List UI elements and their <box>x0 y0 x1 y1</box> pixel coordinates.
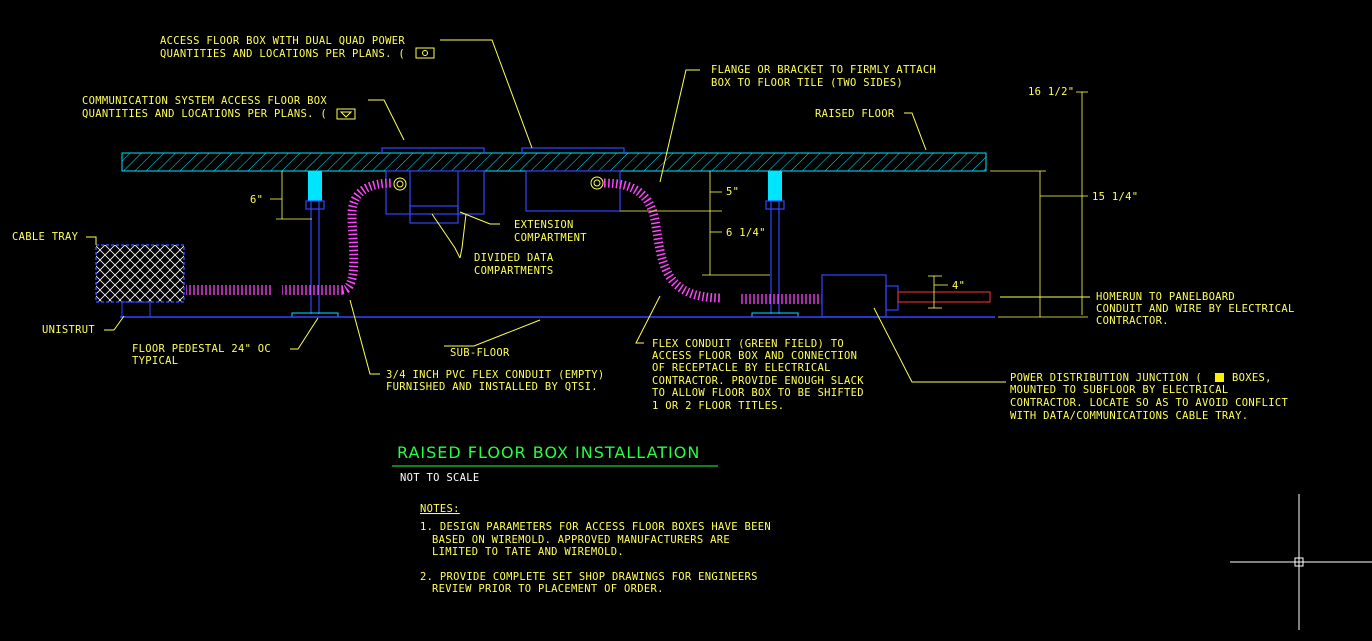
dim-6-1-4: 6 1/4" <box>726 227 766 239</box>
access-floor-box-left <box>381 147 485 224</box>
pdj-label-3: CONTRACTOR. LOCATE SO AS TO AVOID CONFLI… <box>1010 397 1288 409</box>
dim-4: 4" <box>952 280 965 292</box>
dim-5: 5" <box>726 186 739 198</box>
pedestal-label-1: FLOOR PEDESTAL 24" OC <box>132 343 271 355</box>
access-box-label-1: ACCESS FLOOR BOX WITH DUAL QUAD POWER <box>160 35 405 47</box>
access-floor-box-right <box>521 147 625 212</box>
pdj-label-1b: BOXES, <box>1232 372 1272 384</box>
dim-6: 6" <box>250 194 263 206</box>
flex-label-6: 1 OR 2 FLOOR TITLES. <box>652 400 784 412</box>
flange-label-2: BOX TO FLOOR TILE (TWO SIDES) <box>711 77 903 89</box>
divided-label-2: COMPARTMENTS <box>474 265 553 277</box>
leader-lines <box>86 39 1090 383</box>
extension-label-2: COMPARTMENT <box>514 232 587 244</box>
flex-label-3: OF RECEPTACLE BY ELECTRICAL <box>652 362 831 374</box>
scale-note: NOT TO SCALE <box>400 472 479 484</box>
pedestal-label-2: TYPICAL <box>132 355 178 367</box>
cad-crosshair-icon <box>1230 494 1372 630</box>
cable-tray <box>95 244 185 303</box>
homerun-label-1: HOMERUN TO PANELBOARD <box>1096 291 1235 303</box>
flex-label-1: FLEX CONDUIT (GREEN FIELD) TO <box>652 338 844 350</box>
divided-label-1: DIVIDED DATA <box>474 252 554 264</box>
note-1-line-2: BASED ON WIREMOLD. APPROVED MANUFACTURER… <box>432 534 730 546</box>
extension-label-1: EXTENSION <box>514 219 574 231</box>
floor-pedestal-left <box>291 171 339 318</box>
note-2-line-2: REVIEW PRIOR TO PLACEMENT OF ORDER. <box>432 583 664 595</box>
unistrut-label: UNISTRUT <box>42 324 95 336</box>
subfloor-label: SUB-FLOOR <box>450 347 510 359</box>
note-1-line-1: 1. DESIGN PARAMETERS FOR ACCESS FLOOR BO… <box>420 521 771 533</box>
flex-conduit-power <box>590 176 822 304</box>
dim-16-1-2: 16 1/2" <box>1028 86 1074 98</box>
homerun-label-3: CONTRACTOR. <box>1096 315 1169 327</box>
pdj-label-1a: POWER DISTRIBUTION JUNCTION ( <box>1010 372 1202 384</box>
homerun-label-2: CONDUIT AND WIRE BY ELECTRICAL <box>1096 303 1295 315</box>
pdj-label-2: MOUNTED TO SUBFLOOR BY ELECTRICAL <box>1010 384 1229 396</box>
flex-label-5: TO ALLOW FLOOR BOX TO BE SHIFTED <box>652 387 864 399</box>
drawing-title: RAISED FLOOR BOX INSTALLATION <box>397 443 700 462</box>
dim-15-1-4: 15 1/4" <box>1092 191 1138 203</box>
dimension-lines <box>270 91 1088 318</box>
pdj-label-4: WITH DATA/COMMUNICATIONS CABLE TRAY. <box>1010 410 1248 422</box>
power-distribution-junction <box>821 274 991 318</box>
raised-floor-label: RAISED FLOOR <box>815 108 895 120</box>
unistrut <box>121 301 151 318</box>
flex-conduit-data <box>186 177 407 295</box>
comm-box-label-1: COMMUNICATION SYSTEM ACCESS FLOOR BOX <box>82 95 327 107</box>
notes-heading: NOTES: <box>420 503 460 515</box>
comm-box-label-2: QUANTITIES AND LOCATIONS PER PLANS. ( <box>82 108 327 120</box>
flex-label-2: ACCESS FLOOR BOX AND CONNECTION <box>652 350 857 362</box>
cable-tray-label: CABLE TRAY <box>12 231 79 243</box>
note-1-line-3: LIMITED TO TATE AND WIREMOLD. <box>432 546 624 558</box>
pvc-label-2: FURNISHED AND INSTALLED BY QTSI. <box>386 381 598 393</box>
note-2-line-1: 2. PROVIDE COMPLETE SET SHOP DRAWINGS FO… <box>420 571 758 583</box>
pvc-label-1: 3/4 INCH PVC FLEX CONDUIT (EMPTY) <box>386 369 605 381</box>
raised-floor-tile <box>121 152 987 172</box>
flex-label-4: CONTRACTOR. PROVIDE ENOUGH SLACK <box>652 375 864 387</box>
flange-label-1: FLANGE OR BRACKET TO FIRMLY ATTACH <box>711 64 936 76</box>
access-box-label-2: QUANTITIES AND LOCATIONS PER PLANS. ( <box>160 48 405 60</box>
